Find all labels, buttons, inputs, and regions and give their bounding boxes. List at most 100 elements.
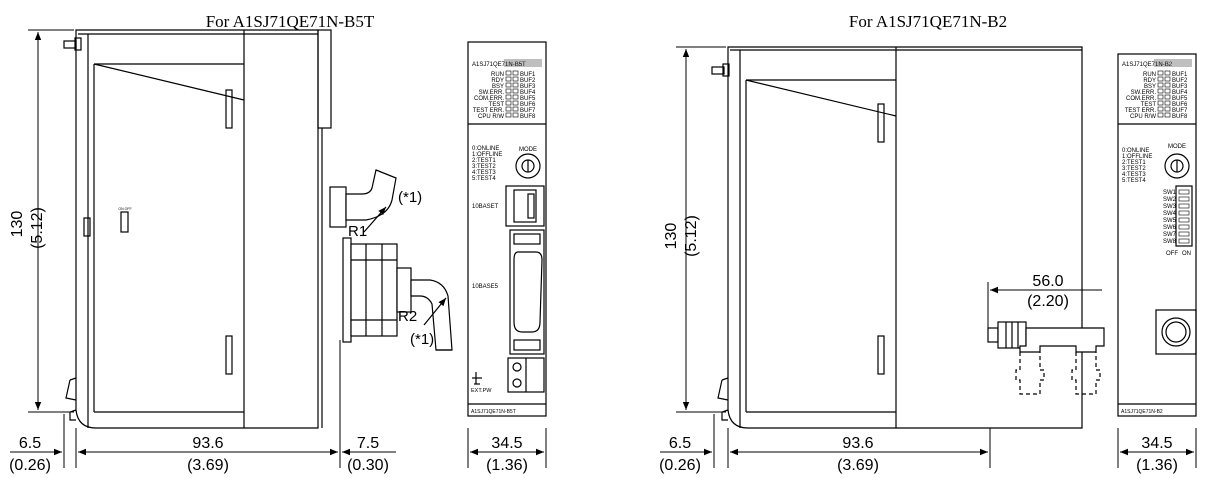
left-led-buf4: BUF4 bbox=[520, 90, 536, 96]
right-sw7: SW7 bbox=[1163, 232, 1177, 238]
right-led-indicators bbox=[1157, 70, 1171, 118]
right-mode-1: 1:OFFLINE bbox=[1122, 154, 1152, 160]
left-led-buf6: BUF6 bbox=[520, 102, 536, 108]
left-panel-bottom-model: A1SJ71QE71N-B5T bbox=[471, 409, 516, 415]
right-sw8: SW8 bbox=[1163, 239, 1177, 245]
right-sw4: SW4 bbox=[1163, 211, 1177, 217]
right-sw3: SW3 bbox=[1163, 204, 1177, 210]
right-led-cpu-rw: CPU R/W bbox=[1130, 114, 1156, 120]
callout-note-top: (*1) bbox=[398, 189, 422, 206]
left-heading: For A1SJ71QE71N-B5T bbox=[206, 12, 375, 31]
right-dimensions bbox=[660, 46, 1197, 468]
right-mode-2: 2:TEST1 bbox=[1122, 160, 1146, 166]
right-switch-labels: SW1 SW2 SW3 SW4 SW5 SW6 SW7 SW8 bbox=[1163, 190, 1177, 245]
right-mode-label: MODE bbox=[1168, 144, 1186, 150]
right-sw2: SW2 bbox=[1163, 197, 1177, 203]
left-side-switch-label: ON OFF bbox=[118, 207, 131, 211]
right-led-buf1: BUF1 bbox=[1172, 72, 1188, 78]
left-led-cpu-rw: CPU R/W bbox=[478, 114, 504, 120]
right-dim-height: 130 bbox=[663, 223, 680, 250]
right-dim-front-width: 34.5 bbox=[1141, 435, 1172, 452]
left-dim-extra-in: (0.30) bbox=[347, 457, 389, 474]
right-side-view bbox=[711, 46, 1083, 429]
left-power-label: EXT.PW bbox=[471, 388, 492, 394]
left-led-rdy: RDY bbox=[491, 78, 504, 84]
left-led-labels: RUN RDY BSY SW.ERR. COM.ERR. TEST TEST E… bbox=[473, 72, 536, 120]
left-cable-top bbox=[329, 169, 397, 228]
right-led-test-err: TEST ERR. bbox=[1125, 108, 1157, 114]
left-led-buf1: BUF1 bbox=[520, 72, 536, 78]
right-mode-list: 0:ONLINE 1:OFFLINE 2:TEST1 3:TEST2 4:TES… bbox=[1122, 148, 1152, 184]
right-led-run: RUN bbox=[1143, 72, 1156, 78]
left-dim-front-width: 34.5 bbox=[491, 435, 522, 452]
left-side-view bbox=[63, 29, 332, 429]
right-led-buf3: BUF3 bbox=[1172, 84, 1188, 90]
right-dip-switches bbox=[1178, 189, 1190, 244]
left-mode-label: MODE bbox=[519, 147, 537, 153]
right-led-labels: RUN RDY BSY SW.ERR. COM.ERR. TEST TEST E… bbox=[1125, 72, 1188, 120]
right-mode-5: 5:TEST4 bbox=[1122, 178, 1146, 184]
left-led-buf2: BUF2 bbox=[520, 78, 536, 84]
right-panel-model: A1SJ71QE71N-B2 bbox=[1122, 62, 1173, 68]
left-led-buf3: BUF3 bbox=[520, 84, 536, 90]
right-led-buf6: BUF6 bbox=[1172, 102, 1188, 108]
left-mode-3: 3:TEST2 bbox=[472, 164, 496, 170]
left-mode-4: 4:TEST3 bbox=[472, 170, 496, 176]
left-led-test: TEST bbox=[489, 102, 505, 108]
left-dim-offset-in: (0.26) bbox=[9, 457, 51, 474]
left-port-10base5: 10BASE5 bbox=[472, 284, 499, 290]
right-sw5: SW5 bbox=[1163, 218, 1177, 224]
left-led-sw-err: SW.ERR. bbox=[479, 90, 505, 96]
right-led-rdy: RDY bbox=[1143, 78, 1156, 84]
right-on-label: ON bbox=[1182, 251, 1191, 257]
left-dim-extra: 7.5 bbox=[357, 435, 379, 452]
left-mode-0: 0:ONLINE bbox=[472, 146, 499, 152]
left-dimensions bbox=[10, 29, 547, 468]
right-sw6: SW6 bbox=[1163, 225, 1177, 231]
left-led-com-err: COM.ERR. bbox=[474, 96, 504, 102]
right-dim-height-in: (5.12) bbox=[683, 215, 700, 257]
left-front-panel bbox=[467, 41, 547, 417]
right-off-label: OFF bbox=[1166, 251, 1178, 257]
callout-r1: R1 bbox=[348, 223, 367, 240]
r1-arrow bbox=[363, 206, 387, 233]
left-dim-width: 93.6 bbox=[192, 435, 223, 452]
right-led-buf4: BUF4 bbox=[1172, 90, 1188, 96]
right-sw1: SW1 bbox=[1163, 190, 1177, 196]
right-led-buf8: BUF8 bbox=[1172, 114, 1188, 120]
right-bnc-connector bbox=[987, 321, 1105, 353]
left-panel-model: A1SJ71QE71N-B5T bbox=[472, 62, 526, 68]
left-dim-height-in: (5.12) bbox=[29, 207, 46, 249]
right-dim-width: 93.6 bbox=[842, 435, 873, 452]
left-led-test-err: TEST ERR. bbox=[473, 108, 505, 114]
right-mode-3: 3:TEST2 bbox=[1122, 166, 1146, 172]
right-led-buf2: BUF2 bbox=[1172, 78, 1188, 84]
callout-note-bottom: (*1) bbox=[410, 331, 434, 348]
left-led-run: RUN bbox=[491, 72, 504, 78]
left-dim-height: 130 bbox=[9, 211, 26, 238]
left-mode-list: 0:ONLINE 1:OFFLINE 2:TEST1 3:TEST2 4:TES… bbox=[472, 146, 502, 182]
left-led-buf7: BUF7 bbox=[520, 108, 536, 114]
left-led-buf8: BUF8 bbox=[520, 114, 536, 120]
left-led-buf5: BUF5 bbox=[520, 96, 536, 102]
right-dim-connector: 56.0 bbox=[1032, 273, 1063, 290]
right-mode-4: 4:TEST3 bbox=[1122, 172, 1146, 178]
left-port-10baset: 10BASET bbox=[472, 204, 499, 210]
right-led-test: TEST bbox=[1141, 102, 1157, 108]
right-dim-offset: 6.5 bbox=[669, 435, 691, 452]
right-dim-front-width-in: (1.36) bbox=[1136, 457, 1178, 474]
left-cable-bottom bbox=[342, 237, 453, 351]
left-dim-front-width-in: (1.36) bbox=[486, 457, 528, 474]
right-led-bsy: BSY bbox=[1144, 84, 1156, 90]
right-led-sw-err: SW.ERR. bbox=[1131, 90, 1157, 96]
right-mode-0: 0:ONLINE bbox=[1122, 148, 1149, 154]
left-mode-1: 1:OFFLINE bbox=[472, 152, 502, 158]
callout-r2: R2 bbox=[398, 308, 417, 325]
left-dim-offset: 6.5 bbox=[19, 435, 41, 452]
right-heading: For A1SJ71QE71N-B2 bbox=[849, 12, 1007, 31]
right-front-panel bbox=[1117, 53, 1197, 417]
right-dim-width-in: (3.69) bbox=[837, 457, 879, 474]
right-led-com-err: COM.ERR. bbox=[1126, 96, 1156, 102]
left-led-bsy: BSY bbox=[492, 84, 504, 90]
